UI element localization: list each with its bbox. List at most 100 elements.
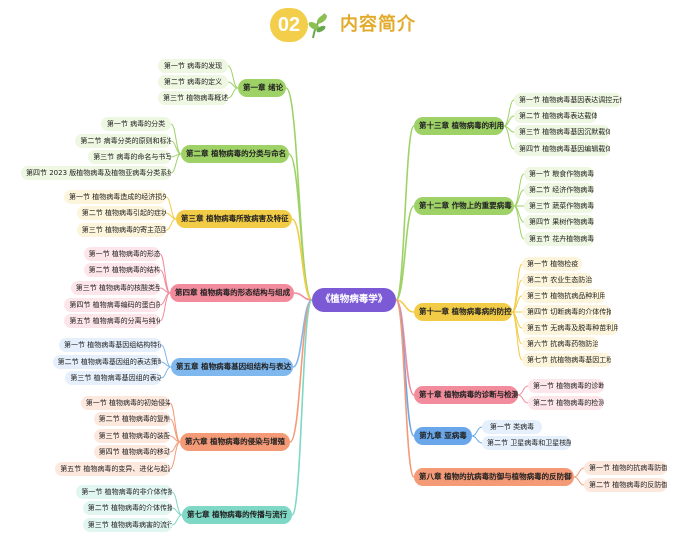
chapter-node-left-5[interactable]: 第五章 植物病毒基因组结构与表达 bbox=[171, 358, 293, 376]
connector-line bbox=[227, 87, 239, 99]
section-node[interactable]: 第一节 植物检疫 bbox=[522, 257, 582, 271]
section-node[interactable]: 第四节 切断病毒的介体传播 bbox=[522, 305, 612, 319]
connector-line bbox=[289, 299, 313, 443]
section-node[interactable]: 第三节 植物病毒基因组的表达 bbox=[65, 371, 161, 385]
connector-line bbox=[285, 87, 313, 301]
section-node[interactable]: 第一节 病毒的发现 bbox=[158, 59, 228, 73]
connector-line bbox=[573, 467, 585, 478]
section-node[interactable]: 第三节 植物病毒的寄主范围 bbox=[76, 223, 166, 237]
chapter-node-left-3[interactable]: 第三章 植物病毒所致病害及特征 bbox=[176, 210, 292, 228]
connector-line bbox=[471, 426, 483, 437]
connector-line bbox=[513, 205, 525, 240]
chapter-node-right-3[interactable]: 第十一章 植物病毒病的防控 bbox=[414, 303, 512, 321]
connector-line bbox=[291, 218, 313, 301]
connector-line bbox=[171, 514, 183, 526]
section-node[interactable]: 第三节 病毒的命名与书写 bbox=[88, 150, 171, 164]
section-node[interactable]: 第四节 植物病毒编码的蛋白质 bbox=[64, 298, 160, 312]
chapter-node-right-2[interactable]: 第十二章 作物上的重要病毒 bbox=[414, 197, 514, 215]
connector-line bbox=[291, 299, 313, 516]
section-node[interactable]: 第一节 病毒的分类 bbox=[101, 117, 171, 131]
chapter-node-left-1[interactable]: 第一章 绪论 bbox=[238, 79, 286, 97]
section-node[interactable]: 第三节 植物病毒的核酸类型 bbox=[70, 281, 160, 295]
chapter-node-left-6[interactable]: 第六章 植物病毒的侵染与增殖 bbox=[180, 433, 290, 451]
section-node[interactable]: 第三节 植物病毒的装配 bbox=[93, 429, 170, 443]
connector-line bbox=[573, 476, 585, 486]
connector-line bbox=[159, 253, 171, 294]
section-node[interactable]: 第二节 植物病毒的结构 bbox=[83, 263, 160, 277]
section-node[interactable]: 第一节 植物病毒造成的经济损失 bbox=[64, 190, 166, 204]
section-node[interactable]: 第五节 植物病毒的变异、进化与起源 bbox=[55, 462, 170, 476]
chapter-node-left-2[interactable]: 第二章 植物病毒的分类与命名 bbox=[181, 145, 289, 163]
section-node[interactable]: 第二节 病毒的定义 bbox=[158, 75, 228, 89]
chapter-node-left-4[interactable]: 第四章 植物病毒的形态结构与组成 bbox=[170, 284, 294, 302]
connector-line bbox=[395, 299, 415, 478]
section-node[interactable]: 第二节 经济作物病毒 bbox=[524, 183, 594, 197]
section-node[interactable]: 第一节 粮食作物病毒 bbox=[524, 167, 594, 181]
section-node[interactable]: 第二节 植物病毒引起的症状 bbox=[76, 206, 166, 220]
section-node[interactable]: 第三节 植物病毒基因沉默载体 bbox=[514, 125, 610, 139]
connector-line bbox=[513, 173, 525, 207]
connector-line bbox=[471, 435, 483, 444]
chapter-node-right-6[interactable]: 第八章 植物的抗病毒防御与植物病毒的反防御 bbox=[414, 468, 574, 486]
section-node[interactable]: 第一节 植物病毒基因表达调控元件 bbox=[514, 93, 623, 107]
section-node[interactable]: 第二节 病毒分类的原则和标准 bbox=[75, 134, 171, 148]
section-node[interactable]: 第三节 蔬菜作物病毒 bbox=[524, 199, 594, 213]
connector-line bbox=[517, 394, 529, 404]
section-node[interactable]: 第一节 植物的抗病毒防御 bbox=[584, 461, 667, 475]
connector-line bbox=[288, 153, 313, 301]
section-node[interactable]: 第二节 植物病毒的检测 bbox=[528, 396, 605, 410]
section-node[interactable]: 第一节 植物病毒基因组结构特征 bbox=[59, 338, 161, 352]
section-node[interactable]: 第一节 植物病毒的形态 bbox=[83, 247, 160, 261]
section-node[interactable]: 第四节 植物病毒基因编辑载体 bbox=[514, 142, 610, 156]
connector-line bbox=[169, 441, 181, 470]
connector-line bbox=[511, 311, 523, 361]
chapter-node-left-7[interactable]: 第七章 植物病毒的传播与流行 bbox=[182, 506, 292, 524]
connector-line bbox=[160, 366, 172, 379]
chapter-node-right-4[interactable]: 第十章 植物病毒的诊断与检测 bbox=[414, 386, 518, 404]
section-node[interactable]: 第二节 植物病毒的介体传播 bbox=[82, 501, 172, 515]
section-node[interactable]: 第一节 植物病毒的非介体传播 bbox=[76, 485, 172, 499]
connector-line bbox=[395, 125, 415, 301]
leaf-sprout-icon bbox=[308, 13, 327, 39]
connector-line bbox=[293, 292, 313, 301]
connector-line bbox=[170, 153, 182, 174]
section-node[interactable]: 第三节 植物抗病品种利用 bbox=[522, 289, 605, 303]
connector-line bbox=[503, 99, 515, 127]
center-topic[interactable]: 《植物病毒学》 bbox=[312, 288, 396, 312]
section-node[interactable]: 第五节 花卉植物病毒 bbox=[524, 232, 594, 246]
section-node[interactable]: 第四节 果树作物病毒 bbox=[524, 215, 594, 229]
section-node[interactable]: 第二节 植物病毒的复制 bbox=[93, 412, 170, 426]
section-node[interactable]: 第三节 植物病毒概述 bbox=[158, 91, 228, 105]
connector-line bbox=[517, 385, 529, 396]
section-node[interactable]: 第二节 农业生态防治 bbox=[522, 273, 592, 287]
section-node[interactable]: 第四节 植物病毒的移动 bbox=[93, 445, 170, 459]
section-node[interactable]: 第二节 植物病毒的反防御 bbox=[584, 478, 667, 492]
section-node[interactable]: 第三节 植物病毒病害的流行 bbox=[82, 518, 172, 532]
section-node[interactable]: 第二节 植物病毒表达载体 bbox=[514, 109, 597, 123]
section-node[interactable]: 第二节 植物病毒基因组的表达策略 bbox=[52, 355, 161, 369]
connector-line bbox=[170, 123, 182, 155]
connector-line bbox=[395, 299, 415, 437]
section-node[interactable]: 第二节 卫星病毒和卫星核酸 bbox=[482, 436, 572, 450]
page-title: 内容简介 bbox=[340, 14, 416, 35]
connector-line bbox=[159, 269, 171, 294]
section-node[interactable]: 第一节 植物病毒的初始侵染 bbox=[80, 396, 170, 410]
connector-line bbox=[503, 125, 515, 150]
connector-line bbox=[395, 205, 415, 301]
section-node[interactable]: 第五节 无病毒及脱毒种苗利用 bbox=[522, 321, 618, 335]
section-node[interactable]: 第七节 抗植物病毒基因工程 bbox=[522, 353, 612, 367]
connector-line bbox=[160, 344, 172, 368]
chapter-node-right-1[interactable]: 第十三章 植物病毒的利用 bbox=[414, 117, 504, 135]
connector-line bbox=[159, 292, 171, 322]
section-node[interactable]: 第四节 2023 版植物病毒及植物亚病毒分类系统 bbox=[21, 166, 171, 180]
section-number-badge: 02 bbox=[270, 8, 308, 42]
section-node[interactable]: 第六节 抗病毒药物防治 bbox=[522, 337, 599, 351]
section-node[interactable]: 第一节 类病毒 bbox=[482, 420, 542, 434]
section-node[interactable]: 第一节 植物病毒的诊断 bbox=[528, 379, 605, 393]
connector-line bbox=[165, 218, 177, 231]
chapter-node-right-5[interactable]: 第九章 亚病毒 bbox=[414, 427, 472, 445]
section-node[interactable]: 第五节 植物病毒的分离与纯化 bbox=[64, 314, 160, 328]
connector-line bbox=[395, 299, 415, 313]
